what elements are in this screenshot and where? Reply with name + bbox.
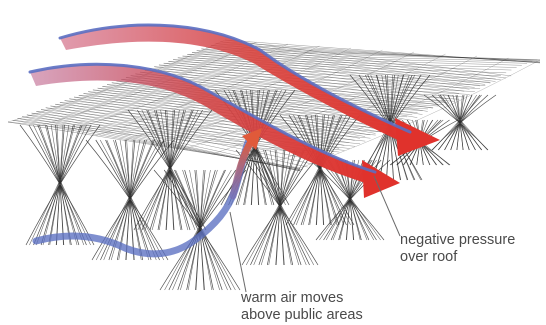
column-strut — [45, 125, 77, 245]
column-strut — [263, 150, 298, 265]
warm-air-label-line2: above public areas — [241, 307, 363, 324]
column-strut — [43, 125, 75, 245]
canopy-mesh-line — [150, 69, 486, 86]
column-strut — [270, 150, 291, 265]
lattice-column — [236, 150, 324, 265]
negative-pressure-label: negative pressure over roof — [400, 232, 515, 266]
column-strut — [51, 125, 70, 245]
negative-pressure-label-line1: negative pressure — [400, 232, 515, 249]
lattice-column — [20, 125, 100, 245]
column-strut — [261, 150, 296, 265]
warm-air-label-line1: warm air moves — [241, 290, 363, 307]
column-strut — [39, 125, 83, 245]
column-strut — [183, 170, 220, 290]
column-strut — [120, 140, 141, 260]
warm-air-label: warm air moves above public areas — [241, 290, 363, 324]
leader-line-warm-air — [230, 212, 246, 292]
column-strut — [432, 95, 496, 150]
wind-arrow-head-upper — [395, 118, 440, 156]
negative-pressure-label-line2: over roof — [400, 249, 515, 266]
